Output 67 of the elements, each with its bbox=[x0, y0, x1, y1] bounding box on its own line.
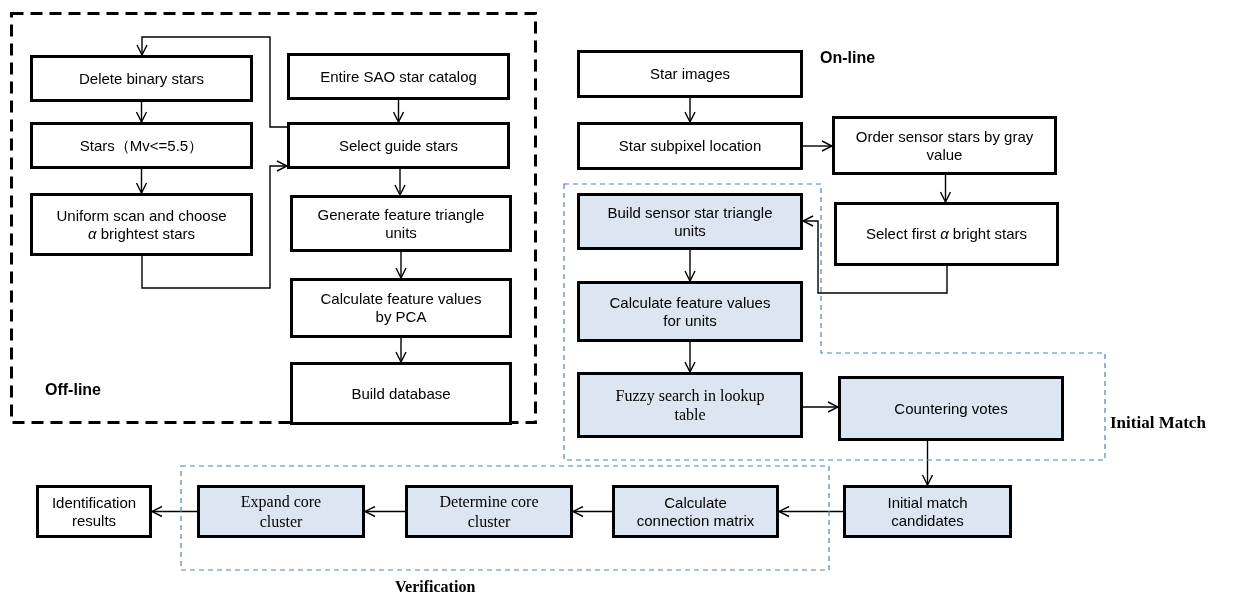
box-text: Calculate feature values by PCA bbox=[319, 290, 483, 326]
box-text: Fuzzy search in lookup table bbox=[614, 385, 766, 425]
process-box bbox=[405, 485, 573, 538]
arrow bbox=[572, 505, 613, 518]
box-text: Generate feature triangle units bbox=[316, 205, 486, 242]
arrow bbox=[939, 174, 952, 203]
arrow bbox=[135, 168, 148, 194]
process-box bbox=[577, 122, 803, 170]
process-box bbox=[36, 485, 152, 538]
process-box bbox=[577, 193, 803, 250]
arrow bbox=[394, 168, 406, 196]
process-box bbox=[30, 193, 253, 256]
process-box bbox=[612, 485, 779, 538]
box-text: Expand core cluster bbox=[239, 492, 323, 531]
section-label: On-line bbox=[820, 48, 876, 68]
process-box bbox=[290, 362, 512, 425]
dashed-region bbox=[10, 12, 537, 424]
box-text: Order sensor stars by gray value bbox=[855, 127, 1034, 164]
box-text: Select first α bright stars bbox=[865, 225, 1028, 243]
box-text: Calculate connection matrix bbox=[635, 493, 756, 530]
box-text: Build sensor star triangle units bbox=[606, 203, 774, 240]
box-text: Star subpixel location bbox=[618, 137, 762, 155]
box-text: Select guide stars bbox=[338, 136, 459, 155]
box-text: Calculate feature values for units bbox=[608, 293, 772, 330]
process-box bbox=[838, 376, 1064, 441]
arrow bbox=[802, 215, 948, 294]
box-text: Countering votes bbox=[894, 399, 1008, 418]
arrow bbox=[921, 440, 934, 486]
arrow bbox=[395, 337, 407, 363]
process-box bbox=[843, 485, 1012, 538]
process-box bbox=[577, 50, 803, 98]
box-text: Identification results bbox=[51, 493, 137, 530]
region-label: Initial Match bbox=[1110, 412, 1206, 434]
process-box bbox=[290, 278, 512, 338]
arrow bbox=[802, 140, 833, 152]
arrow bbox=[141, 160, 288, 289]
process-box bbox=[287, 53, 510, 100]
process-box bbox=[834, 202, 1059, 266]
arrow bbox=[151, 505, 198, 518]
box-text: Stars（Mv<=5.5） bbox=[79, 136, 204, 155]
region-label: Verification bbox=[395, 577, 476, 597]
box-text: Entire SAO star catalog bbox=[320, 67, 477, 86]
arrow bbox=[802, 401, 839, 413]
process-box bbox=[577, 281, 803, 342]
box-text: Determine core cluster bbox=[438, 492, 540, 531]
process-box bbox=[30, 122, 253, 169]
arrow bbox=[392, 99, 405, 123]
arrow bbox=[395, 251, 407, 279]
box-text: Uniform scan and choose α brightest stars bbox=[55, 206, 228, 243]
process-box bbox=[832, 116, 1057, 175]
box-text: Initial match candidates bbox=[886, 493, 969, 530]
process-box bbox=[197, 485, 365, 538]
process-box bbox=[577, 372, 803, 438]
arrow bbox=[684, 97, 696, 123]
arrow bbox=[135, 101, 148, 123]
arrow bbox=[778, 505, 844, 518]
box-text: Star images bbox=[649, 65, 730, 83]
box-text: Build database bbox=[351, 384, 451, 403]
arrow bbox=[136, 36, 288, 128]
process-box bbox=[287, 122, 510, 169]
process-box bbox=[30, 55, 253, 102]
arrow bbox=[684, 249, 696, 282]
arrow bbox=[684, 341, 696, 373]
arrow bbox=[364, 505, 406, 518]
region-label: Off-line bbox=[45, 380, 101, 400]
box-text: Delete binary stars bbox=[78, 69, 205, 88]
process-box bbox=[290, 195, 512, 252]
